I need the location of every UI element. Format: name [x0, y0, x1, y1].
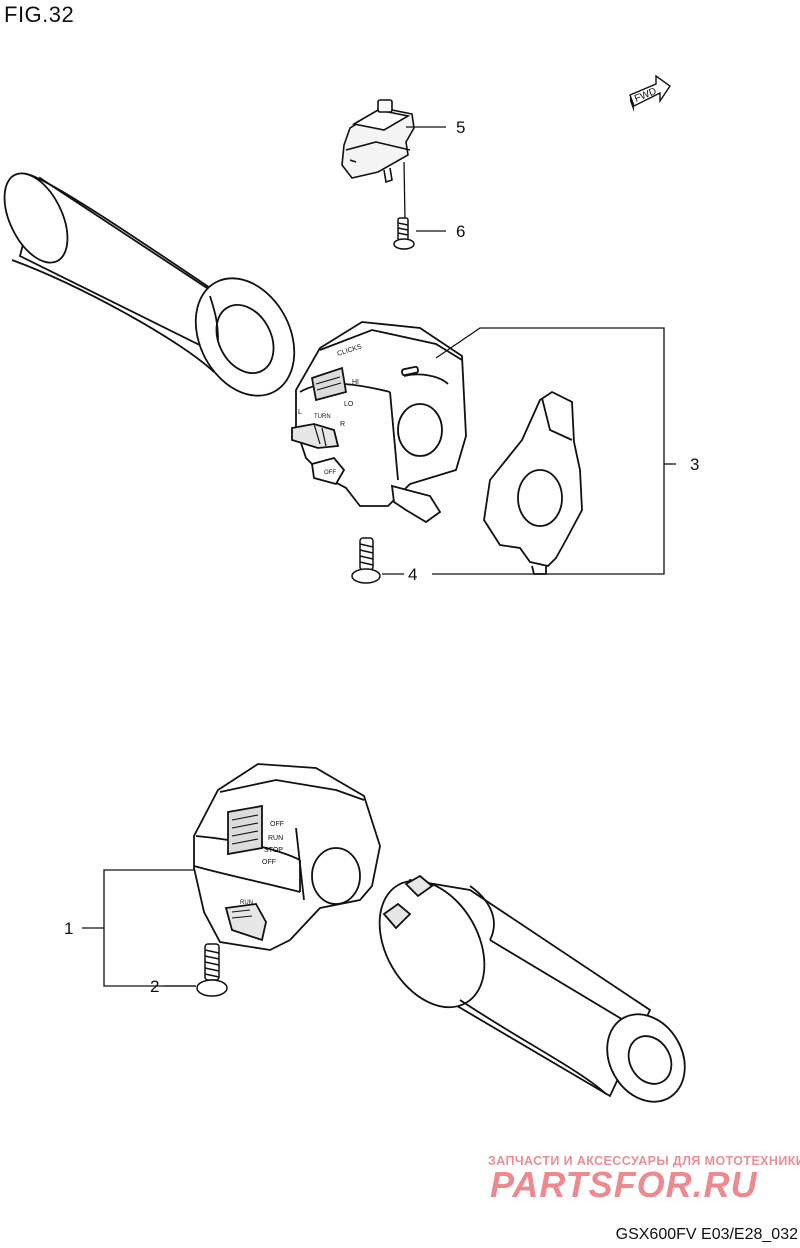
- marking-r: R: [340, 421, 345, 428]
- part-4-screw: [351, 537, 381, 584]
- callout-1: 1: [64, 919, 73, 938]
- watermark-logo: PARTSFOR.RU: [490, 1164, 758, 1205]
- callout-3: 3: [690, 455, 699, 474]
- marking-off: OFF: [324, 470, 336, 476]
- part-1-right-switch-housing: OFF RUN STOP OFF RUN: [193, 763, 381, 951]
- callout-4: 4: [408, 565, 417, 584]
- marking-hi: HI: [352, 379, 359, 386]
- watermark-subtitle: ЗАПЧАСТИ И АКСЕССУАРЫ ДЛЯ МОТОТЕХНИКИ: [488, 1154, 800, 1168]
- part-2-screw: [196, 943, 228, 997]
- figure-code: GSX600FV E03/E28_032: [615, 1226, 798, 1243]
- figure-title: FIG.32: [4, 2, 75, 27]
- marking-off-top: OFF: [270, 821, 284, 828]
- marking-stop: STOP: [264, 847, 283, 854]
- part-3-left-switch-housing: CLICKS HI LO L TURN R OFF: [291, 321, 467, 524]
- callout-6: 6: [456, 222, 465, 241]
- callout-2: 2: [150, 977, 159, 996]
- part-5-clamp: [341, 99, 415, 184]
- marking-run: RUN: [268, 835, 283, 842]
- right-throttle-grip: [378, 874, 686, 1103]
- part-3-rear-housing: [483, 390, 583, 575]
- marking-lo: LO: [344, 401, 354, 408]
- marking-turn: TURN: [314, 414, 331, 420]
- fwd-arrow-icon: FWD: [629, 74, 671, 112]
- marking-l: L: [298, 409, 302, 416]
- marking-off-bottom: OFF: [262, 859, 276, 866]
- left-handlebar-grip: [3, 172, 296, 397]
- fwd-label: FWD: [633, 86, 658, 105]
- part-6-screw: [393, 217, 415, 250]
- marking-run-lower: RUN: [240, 900, 253, 906]
- callout-5: 5: [456, 118, 465, 137]
